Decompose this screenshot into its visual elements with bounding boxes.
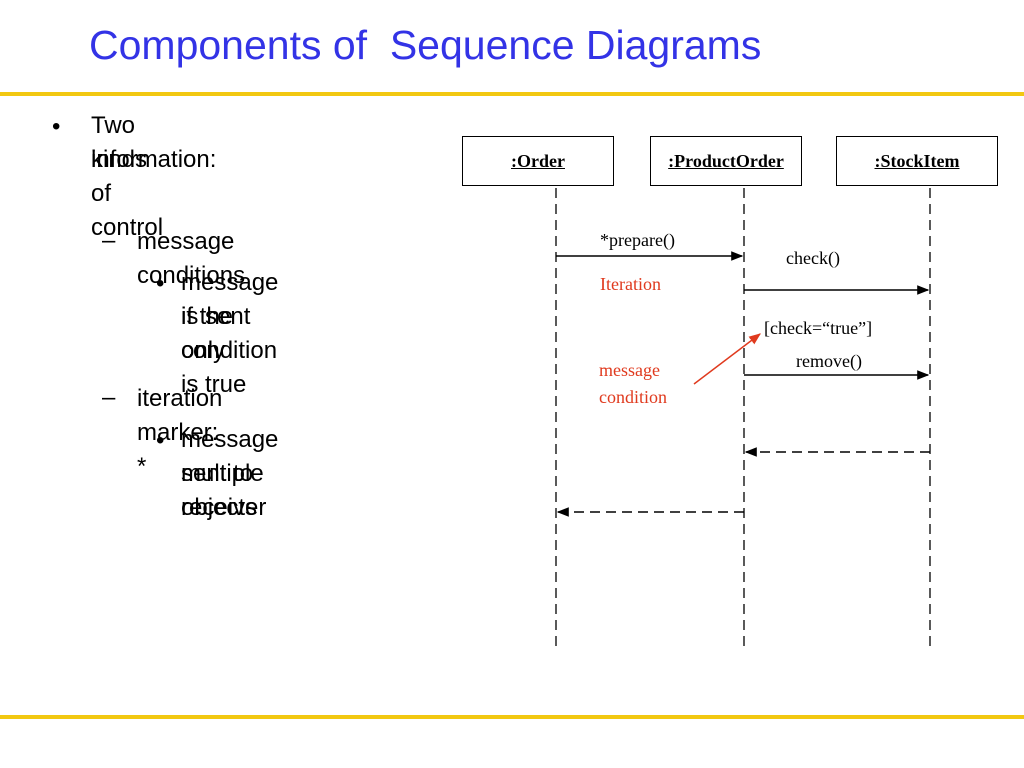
slide-title: Components of Sequence Diagrams [89,22,762,68]
sub-bullet-message-conditions: message conditions [137,228,246,289]
bullet-marker: • [156,270,165,297]
sub-item-line1: message sent to [181,426,279,487]
dash-marker: – [102,227,116,254]
bullet-main-line2: information: [91,146,217,173]
sub-item-line3: objects [181,494,258,521]
message-remove-label: remove() [796,351,862,371]
object-productorder: :ProductOrder [650,136,802,186]
bullet-marker: • [52,113,61,140]
message-prepare-label: *prepare() [600,230,675,250]
condition-pointer-arrow [693,333,761,385]
message-condition-annotation-line2: condition [599,387,667,407]
object-stockitem: :StockItem [836,136,998,186]
bullet-marker: • [156,427,165,454]
object-order: :Order [462,136,614,186]
iteration-annotation: Iteration [600,274,661,294]
sub-item-line2: multiple receiver [181,460,267,521]
bottom-divider [0,715,1024,719]
sub-bullet-iteration-marker: iteration marker: * [137,385,223,480]
top-divider [0,92,1024,96]
sub-item-line1: message is sent only [181,269,279,364]
message-condition-annotation-line1: message [599,360,660,380]
message-condition-label: [check=“true”] [764,318,873,338]
message-check-label: check() [786,248,840,268]
bullet-main-line1: Two kinds of control [91,112,164,241]
sub-item-line2: if the condition is true [181,303,278,398]
dash-marker: – [102,384,116,411]
